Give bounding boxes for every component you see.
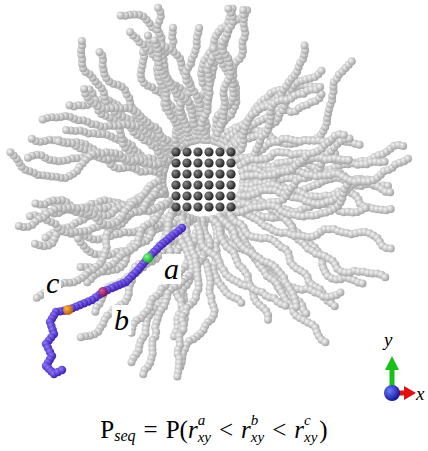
gray-bead: [321, 338, 329, 346]
gray-bead: [195, 24, 203, 32]
gray-bead: [362, 204, 370, 212]
gray-bead: [126, 28, 134, 36]
gray-bead: [28, 135, 36, 143]
gray-bead: [31, 199, 39, 207]
gray-bead: [31, 240, 39, 248]
gray-bead: [387, 245, 395, 253]
gray-bead: [179, 325, 187, 333]
gray-bead: [24, 154, 32, 162]
gray-bead: [15, 222, 23, 230]
gray-bead: [331, 302, 339, 310]
gray-bead: [80, 85, 88, 93]
gray-bead: [150, 36, 158, 44]
gray-bead: [33, 294, 41, 302]
gray-bead: [359, 279, 367, 287]
gray-bead: [39, 116, 47, 124]
gray-bead: [91, 308, 99, 316]
gray-bead: [139, 370, 147, 378]
gray-bead: [144, 31, 152, 39]
gray-bead: [77, 333, 85, 341]
gray-bead: [65, 101, 73, 109]
gray-bead: [381, 273, 389, 281]
gray-bead: [399, 142, 407, 150]
gray-bead: [173, 372, 181, 380]
gray-bead: [264, 316, 272, 324]
gray-bead: [169, 24, 177, 32]
gray-bead: [54, 137, 62, 145]
gray-bead: [128, 358, 136, 366]
gray-bead: [154, 4, 162, 12]
gray-bead: [78, 37, 86, 45]
gray-bead: [42, 234, 50, 242]
gray-bead: [336, 288, 344, 296]
gray-bead: [292, 303, 300, 311]
gray-bead: [95, 48, 103, 56]
gray-bead: [237, 299, 245, 307]
gray-chains: [6, 4, 412, 381]
gray-bead: [6, 148, 14, 156]
gray-bead: [281, 302, 289, 310]
gray-bead: [77, 263, 85, 271]
gray-bead: [117, 11, 125, 19]
gray-bead: [386, 188, 394, 196]
gray-bead: [387, 205, 395, 213]
gray-bead: [62, 126, 70, 134]
